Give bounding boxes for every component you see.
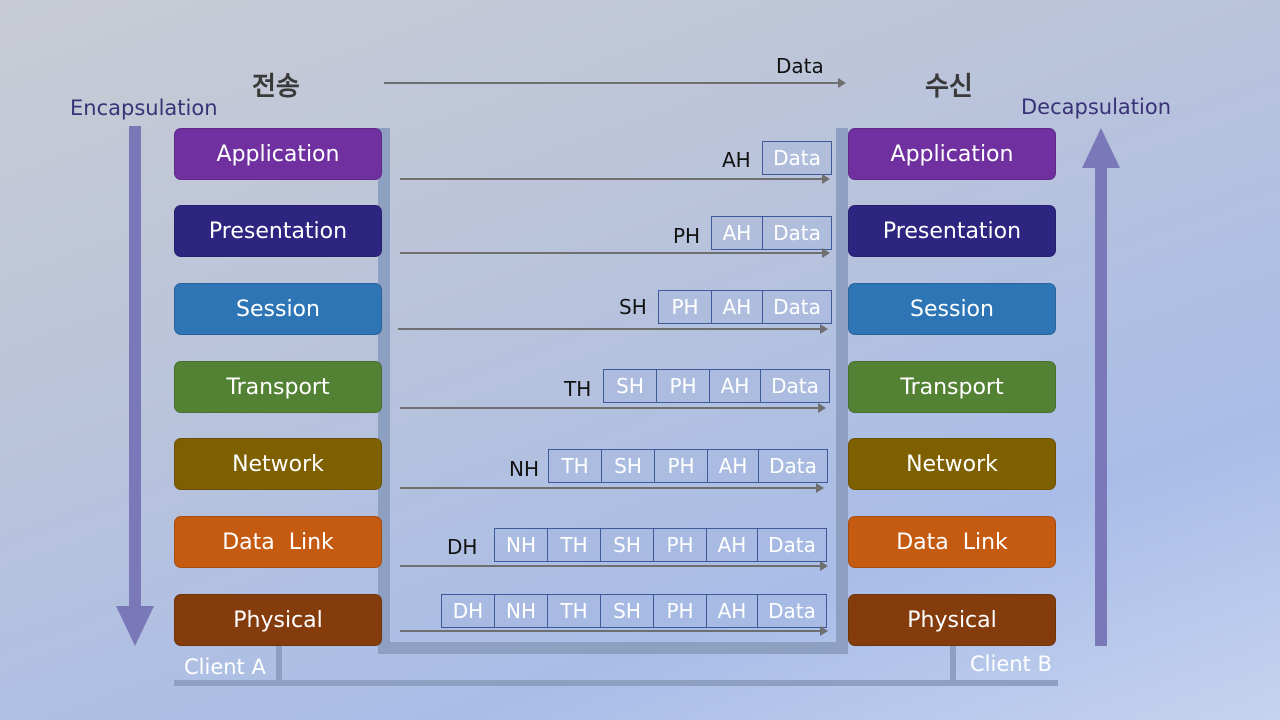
receive-layer-physical: Physical <box>848 594 1056 646</box>
layer-arrow-2 <box>400 248 830 258</box>
packet-cell-ah: AH <box>707 449 759 483</box>
header-label-dh: DH <box>447 535 478 559</box>
client-b-connector <box>950 646 956 684</box>
packet-cell-ph: PH <box>653 594 707 628</box>
layer-arrow-6 <box>400 561 828 571</box>
packet-cell-nh: NH <box>494 594 548 628</box>
client-a-connector <box>276 646 282 684</box>
packet-cell-ah: AH <box>711 290 763 324</box>
receive-layer-session: Session <box>848 283 1056 335</box>
layer-label: Data Link <box>222 529 334 555</box>
layer-label: Presentation <box>208 218 348 244</box>
receive-layer-transport: Transport <box>848 361 1056 413</box>
encapsulation-down-arrow <box>116 126 154 646</box>
receive-layer-data-link: Data Link <box>848 516 1056 568</box>
packet-cell-th: TH <box>547 594 601 628</box>
packet-cell-ph: PH <box>656 369 710 403</box>
encapsulation-label: Encapsulation <box>70 96 218 120</box>
send-layer-session: Session <box>174 283 382 335</box>
packet-cell-data: Data <box>757 528 827 562</box>
receive-layer-presentation: Presentation <box>848 205 1056 257</box>
header-label-th: TH <box>564 377 592 401</box>
packet-cell-ph: PH <box>654 449 708 483</box>
layer-label: Physical <box>233 607 323 633</box>
layer-label: Session <box>910 296 994 322</box>
packet-cell-data: Data <box>762 216 832 250</box>
packet-cell-sh: SH <box>600 528 654 562</box>
packet-cell-ph: PH <box>653 528 707 562</box>
layer-arrow-5 <box>400 483 824 493</box>
send-layer-physical: Physical <box>174 594 382 646</box>
packet-cell-data: Data <box>760 369 830 403</box>
layer-arrow-3 <box>398 324 828 334</box>
packet-cell-ah: AH <box>706 594 758 628</box>
send-layer-network: Network <box>174 438 382 490</box>
layer-label: Physical <box>907 607 997 633</box>
layer-label: Transport <box>226 374 330 400</box>
decapsulation-label: Decapsulation <box>1021 95 1172 119</box>
layer-label: Network <box>232 451 324 477</box>
receive-layer-network: Network <box>848 438 1056 490</box>
layer-label: Presentation <box>882 218 1022 244</box>
packet-1: Data <box>762 141 832 175</box>
packet-cell-ah: AH <box>709 369 761 403</box>
packet-cell-dh: DH <box>441 594 495 628</box>
packet-cell-ah: AH <box>706 528 758 562</box>
packet-cell-th: TH <box>547 528 601 562</box>
packet-cell-sh: SH <box>603 369 657 403</box>
layer-arrow-4 <box>400 403 826 413</box>
transmission-pipe-right <box>836 128 848 652</box>
header-label-ah: AH <box>722 148 751 172</box>
layer-label: Network <box>906 451 998 477</box>
send-layer-data-link: Data Link <box>174 516 382 568</box>
packet-cell-sh: SH <box>601 449 655 483</box>
packet-cell-sh: SH <box>600 594 654 628</box>
layer-label: Session <box>236 296 320 322</box>
network-line <box>174 680 1058 686</box>
packet-cell-nh: NH <box>494 528 548 562</box>
receive-layer-application: Application <box>848 128 1056 180</box>
top-data-arrow <box>384 78 846 88</box>
send-layer-transport: Transport <box>174 361 382 413</box>
layer-label: Application <box>216 141 340 167</box>
send-title: 전송 <box>252 72 300 102</box>
layer-label: Application <box>890 141 1014 167</box>
header-label-sh: SH <box>619 295 647 319</box>
header-label-ph: PH <box>673 224 701 248</box>
transmission-pipe-bottom <box>378 642 848 654</box>
packet-cell-data: Data <box>757 594 827 628</box>
layer-arrow-1 <box>400 174 830 184</box>
packet-cell-th: TH <box>548 449 602 483</box>
packet-cell-data: Data <box>762 290 832 324</box>
layer-label: Data Link <box>896 529 1008 555</box>
send-layer-application: Application <box>174 128 382 180</box>
layer-arrow-7 <box>400 626 828 636</box>
packet-cell-ph: PH <box>658 290 712 324</box>
client-a-label: Client A <box>184 655 266 679</box>
client-b-label: Client B <box>970 652 1052 676</box>
packet-cell-data: Data <box>762 141 832 175</box>
receive-title: 수신 <box>925 72 973 102</box>
header-label-nh: NH <box>509 457 539 481</box>
packet-cell-ah: AH <box>711 216 763 250</box>
decapsulation-up-arrow <box>1082 128 1120 646</box>
top-data-label: Data <box>776 54 824 78</box>
send-layer-presentation: Presentation <box>174 205 382 257</box>
layer-label: Transport <box>900 374 1004 400</box>
packet-cell-data: Data <box>758 449 828 483</box>
